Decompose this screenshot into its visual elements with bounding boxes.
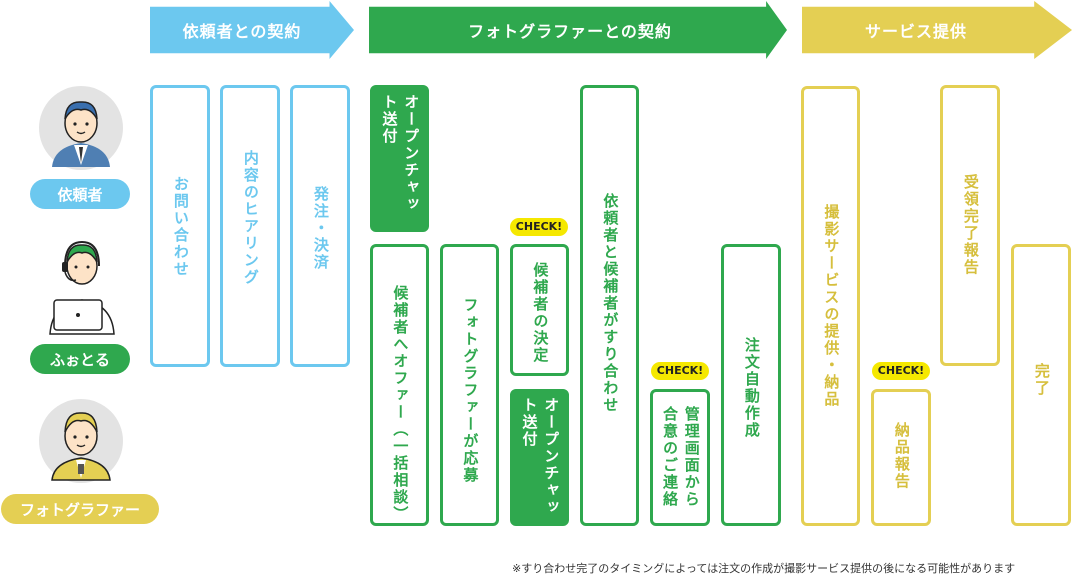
- step-admin-contact-label: 管理画面から合意のご連絡: [661, 406, 701, 508]
- photographer-avatar-icon: [39, 399, 123, 483]
- actor-photographer-label: フォトグラファー: [1, 494, 159, 524]
- phase-arrow-service: サービス提供: [802, 1, 1072, 59]
- step-complete: 完了: [1011, 244, 1071, 526]
- step-open-chat-1-label: オープンチャット送付: [380, 93, 421, 213]
- phase-arrow-photographer: フォトグラファーとの契約: [369, 1, 787, 59]
- step-receipt-report-label: 受領完了報告: [961, 174, 980, 276]
- operator-avatar-icon: [49, 240, 115, 335]
- step-auto-create-label: 注文自動作成: [742, 337, 761, 439]
- step-apply-label: フォトグラファーが応募: [461, 297, 480, 484]
- step-apply: フォトグラファーが応募: [440, 244, 499, 526]
- step-order-label: 発注・決済: [311, 186, 330, 271]
- step-inquiry-label: お問い合わせ: [171, 176, 190, 278]
- step-delivery-report-label: 納品報告: [892, 422, 911, 490]
- check-badge-delivery-report: CHECK!: [872, 362, 930, 380]
- step-auto-create: 注文自動作成: [721, 244, 781, 526]
- step-delivery-report: 納品報告: [871, 389, 931, 526]
- step-open-chat-1: オープンチャット送付: [370, 85, 429, 232]
- step-admin-contact: 管理画面から合意のご連絡: [650, 389, 710, 526]
- phase-label-service: サービス提供: [864, 22, 967, 41]
- step-offer-label: 候補者へオファー（一括相談）: [391, 285, 410, 523]
- phase-label-client: 依頼者との契約: [182, 22, 302, 41]
- step-complete-label: 完了: [1032, 363, 1051, 397]
- phase-label-photographer: フォトグラファーとの契約: [468, 22, 672, 41]
- step-offer: 候補者へオファー（一括相談）: [370, 244, 429, 526]
- step-shoot: 撮影サービスの提供・納品: [801, 86, 860, 526]
- step-receipt-report: 受領完了報告: [940, 85, 1000, 366]
- actor-client-label: 依頼者: [30, 179, 130, 209]
- actor-fuotoru-label: ふぉとる: [30, 344, 130, 374]
- check-badge-admin-contact: CHECK!: [651, 362, 709, 380]
- check-badge-decide: CHECK!: [510, 218, 568, 236]
- step-inquiry: お問い合わせ: [150, 85, 210, 367]
- step-order: 発注・決済: [290, 85, 350, 367]
- step-decide-label: 候補者の決定: [531, 262, 550, 364]
- step-hearing-label: 内容のヒアリング: [241, 150, 260, 286]
- step-meeting-label: 依頼者と候補者がすり合わせ: [601, 193, 620, 414]
- step-decide: 候補者の決定: [510, 244, 569, 376]
- step-shoot-label: 撮影サービスの提供・納品: [822, 204, 841, 408]
- step-hearing: 内容のヒアリング: [220, 85, 280, 367]
- step-meeting: 依頼者と候補者がすり合わせ: [580, 85, 639, 526]
- step-open-chat-2-label: オープンチャット送付: [520, 396, 561, 516]
- client-avatar-icon: [39, 86, 123, 170]
- footnote: ※すり合わせ完了のタイミングによっては注文の作成が撮影サービス提供の後になる可能…: [512, 562, 1016, 575]
- step-open-chat-2: オープンチャット送付: [510, 389, 569, 526]
- phase-arrow-client: 依頼者との契約: [150, 1, 354, 59]
